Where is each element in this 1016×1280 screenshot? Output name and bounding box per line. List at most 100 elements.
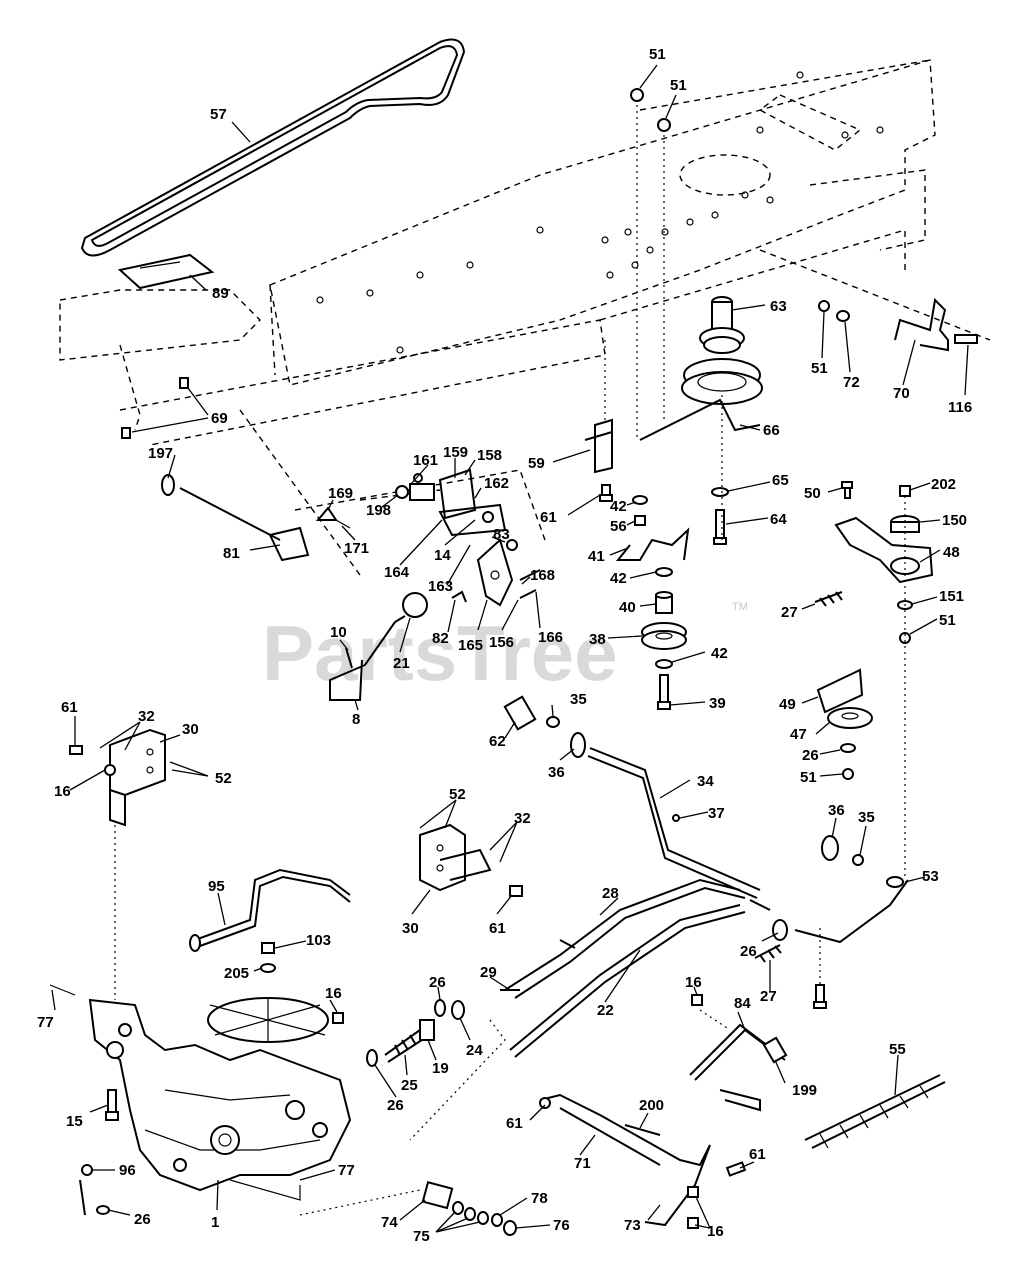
- callout-30: 30: [182, 721, 199, 738]
- screws-69: [121, 377, 189, 439]
- callout-36: 36: [828, 802, 845, 819]
- callout-35: 35: [570, 691, 587, 708]
- callout-162: 162: [484, 475, 509, 492]
- callout-77: 77: [37, 1014, 54, 1031]
- callout-10: 10: [330, 624, 347, 641]
- washer-26-spring: [366, 1049, 378, 1067]
- callout-51: 51: [811, 360, 828, 377]
- washer-76: [503, 1220, 517, 1236]
- washer-26-upper-stack: [434, 999, 446, 1017]
- callout-41: 41: [588, 548, 605, 565]
- drive-belt: [80, 38, 466, 257]
- callout-34: 34: [697, 773, 714, 790]
- callout-151: 151: [939, 588, 964, 605]
- pulley-47: [827, 707, 873, 729]
- callout-161: 161: [413, 452, 438, 469]
- washer-42-low: [655, 659, 673, 669]
- sleeve-74: [421, 1181, 454, 1210]
- callout-28: 28: [602, 885, 619, 902]
- washer-26-bottom: [96, 1205, 110, 1215]
- callout-35: 35: [858, 809, 875, 826]
- callout-197: 197: [148, 445, 173, 462]
- spring-25: [384, 1029, 426, 1063]
- nut-103: [261, 942, 275, 954]
- callout-21: 21: [393, 655, 410, 672]
- brake-rod-84: [689, 1009, 788, 1112]
- callout-16: 16: [325, 985, 342, 1002]
- pin-10: [345, 647, 353, 669]
- callout-116: 116: [948, 399, 972, 416]
- lever-bracket-164: [438, 503, 507, 537]
- callout-52: 52: [449, 786, 466, 803]
- callout-53: 53: [922, 868, 939, 885]
- bolt-50: [841, 481, 853, 499]
- bolt-116: [954, 334, 978, 344]
- plate-165: [476, 538, 514, 607]
- pin-200: [624, 1124, 661, 1136]
- washer-24: [451, 1000, 465, 1020]
- callout-165: 165: [458, 637, 483, 654]
- spacer-150: [890, 515, 920, 533]
- callout-74: 74: [381, 1214, 398, 1231]
- callout-66: 66: [763, 422, 780, 439]
- nut-56: [634, 515, 646, 526]
- callout-50: 50: [804, 485, 821, 502]
- callout-96: 96: [119, 1162, 136, 1179]
- washers-75: [452, 1201, 489, 1225]
- callout-16: 16: [685, 974, 702, 991]
- callout-26: 26: [429, 974, 446, 991]
- pin-156: [519, 589, 537, 599]
- callout-55: 55: [889, 1041, 906, 1058]
- callout-70: 70: [893, 385, 910, 402]
- washer-42-mid: [655, 567, 673, 577]
- callout-75: 75: [413, 1228, 430, 1245]
- callout-199: 199: [792, 1082, 817, 1099]
- shift-knob-21: [394, 592, 428, 623]
- hardware-51-top: [630, 88, 671, 440]
- callout-198: 198: [366, 502, 391, 519]
- callout-42: 42: [711, 645, 728, 662]
- bolt-64: [713, 509, 727, 545]
- callout-27: 27: [760, 988, 777, 1005]
- bushing-62: [503, 695, 537, 731]
- callout-1: 1: [211, 1214, 219, 1231]
- callout-164: 164: [384, 564, 410, 581]
- callout-49: 49: [779, 696, 796, 713]
- leader-lines: [51, 64, 969, 1233]
- spacer-19: [419, 1019, 435, 1041]
- callout-168: 168: [530, 567, 555, 584]
- bolt-39: [657, 674, 671, 710]
- callout-72: 72: [843, 374, 860, 391]
- spacer-40: [655, 591, 673, 614]
- nut-51-low: [842, 768, 854, 780]
- spring-27-lower: [754, 944, 782, 963]
- callout-37: 37: [708, 805, 725, 822]
- shift-bracket-158: [395, 468, 477, 520]
- callout-16: 16: [54, 783, 71, 800]
- transaxle-1: [49, 984, 352, 1201]
- shift-lever-8: [329, 621, 396, 701]
- callout-163: 163: [428, 578, 453, 595]
- callout-labels: 57 89 69 51 51 63 51 72 70 116 66 59 197…: [37, 46, 972, 1245]
- washer-35-lower: [852, 854, 864, 866]
- callout-47: 47: [790, 726, 807, 743]
- callout-14: 14: [434, 547, 451, 564]
- callout-26: 26: [740, 943, 757, 960]
- callout-51: 51: [670, 77, 687, 94]
- callout-15: 15: [66, 1113, 83, 1130]
- callout-24: 24: [466, 1042, 483, 1059]
- callout-25: 25: [401, 1077, 418, 1094]
- brake-linkage-71: [539, 1093, 711, 1227]
- spring-55: [804, 1074, 946, 1149]
- callout-26: 26: [134, 1211, 151, 1228]
- callout-42: 42: [610, 498, 627, 515]
- callout-166: 166: [538, 629, 563, 646]
- washer-36-lower: [821, 835, 839, 861]
- callout-42: 42: [610, 570, 627, 587]
- callout-51: 51: [939, 612, 956, 629]
- callout-48: 48: [943, 544, 960, 561]
- callout-8: 8: [352, 711, 360, 728]
- bracket-30-upper: [69, 728, 166, 1000]
- callout-69: 69: [211, 410, 228, 427]
- callout-76: 76: [553, 1217, 570, 1234]
